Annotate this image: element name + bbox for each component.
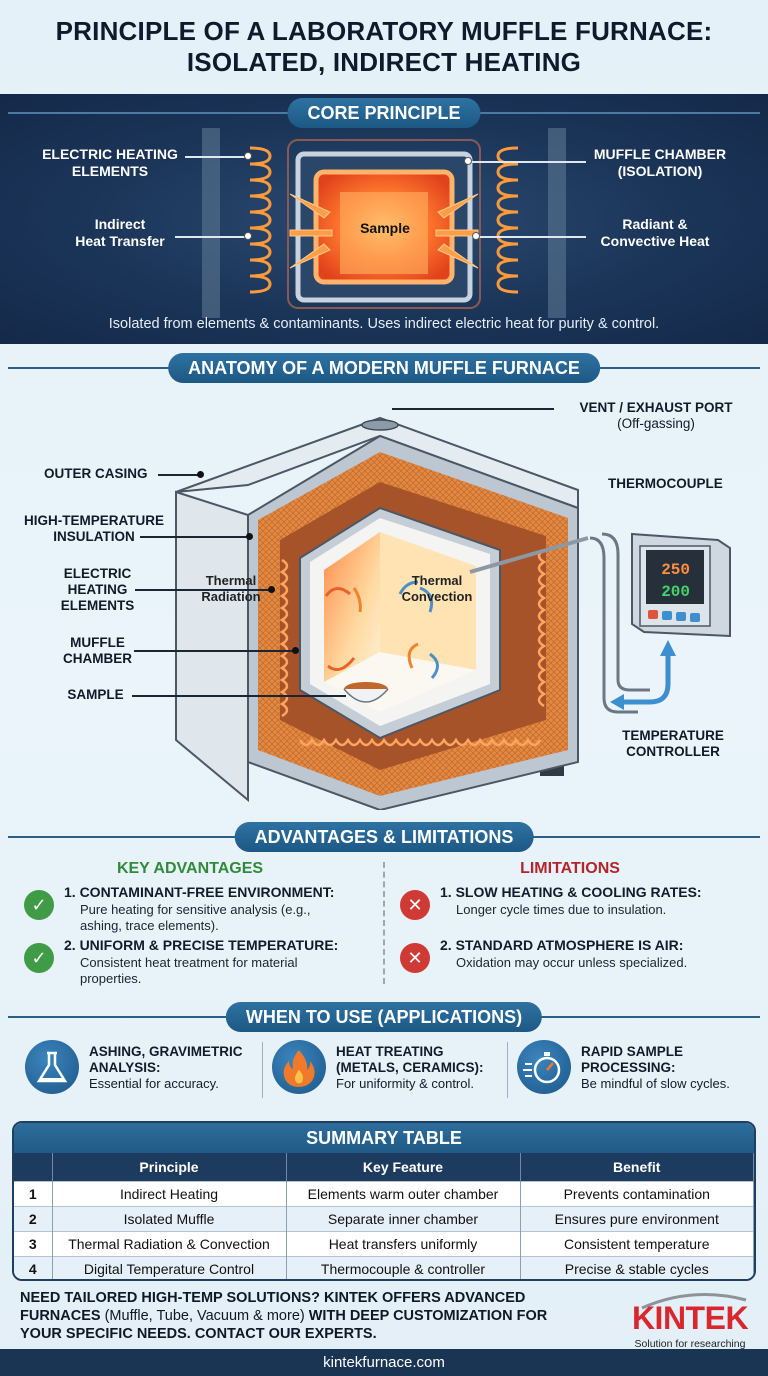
thermocouple-label: THERMOCOUPLE bbox=[608, 476, 723, 491]
callout-dot bbox=[244, 232, 252, 240]
leader-line bbox=[476, 236, 586, 238]
furnace-cutaway-diagram: 250 200 bbox=[175, 416, 731, 810]
page-title: PRINCIPLE OF A LABORATORY MUFFLE FURNACE… bbox=[0, 16, 768, 78]
leader-line bbox=[185, 156, 247, 158]
table-row: 4 Digital Temperature Control Thermocoup… bbox=[14, 1255, 754, 1279]
advantage-item: ✓ 1. CONTAMINANT-FREE ENVIRONMENT: Pure … bbox=[24, 884, 374, 934]
callout-dot bbox=[244, 152, 252, 160]
anatomy-banner: ANATOMY OF A MODERN MUFFLE FURNACE bbox=[168, 353, 600, 383]
summary-table-title: SUMMARY TABLE bbox=[14, 1123, 754, 1153]
logo-tagline: Solution for researching bbox=[634, 1338, 746, 1350]
adv-lim-banner-row: ADVANTAGES & LIMITATIONS bbox=[8, 822, 760, 852]
title-line-1: PRINCIPLE OF A LABORATORY MUFFLE FURNACE… bbox=[55, 16, 713, 46]
check-icon: ✓ bbox=[24, 890, 54, 920]
applications-banner-row: WHEN TO USE (APPLICATIONS) bbox=[8, 1002, 760, 1032]
svg-text:200: 200 bbox=[661, 583, 690, 601]
call-to-action: NEED TAILORED HIGH-TEMP SOLUTIONS? KINTE… bbox=[20, 1290, 548, 1342]
column-divider bbox=[383, 862, 385, 984]
sample-label: Sample bbox=[360, 220, 410, 236]
core-principle-section: CORE PRINCIPLE Sample ELECTRIC HEATING E… bbox=[0, 94, 768, 344]
sample-label: SAMPLE bbox=[67, 687, 124, 702]
core-banner-row: CORE PRINCIPLE bbox=[8, 98, 760, 128]
anatomy-banner-row: ANATOMY OF A MODERN MUFFLE FURNACE bbox=[8, 353, 760, 383]
kintek-logo[interactable]: KINTEK Solution for researching bbox=[628, 1290, 758, 1350]
table-row: 2 Isolated Muffle Separate inner chamber… bbox=[14, 1205, 754, 1231]
callout-dot bbox=[292, 647, 299, 654]
svg-text:250: 250 bbox=[661, 561, 690, 579]
core-caption: Isolated from elements & contaminants. U… bbox=[108, 316, 660, 332]
check-icon: ✓ bbox=[24, 943, 54, 973]
flame-icon bbox=[272, 1040, 326, 1094]
leader-line bbox=[134, 650, 294, 652]
outer-casing-label: OUTER CASING bbox=[44, 466, 148, 481]
table-header-row: Principle Key Feature Benefit bbox=[14, 1153, 754, 1181]
separator bbox=[262, 1042, 263, 1098]
leader-line bbox=[135, 589, 269, 591]
radiant-convective-label: Radiant & Convective Heat bbox=[600, 216, 710, 249]
limitation-item: ✕ 1. SLOW HEATING & COOLING RATES: Longe… bbox=[400, 884, 760, 934]
title-line-2: ISOLATED, INDIRECT HEATING bbox=[186, 47, 582, 77]
footer: kintekfurnace.com bbox=[0, 1349, 768, 1376]
vent-exhaust-port-label: VENT / EXHAUST PORT (Off-gassing) bbox=[579, 400, 733, 431]
table-row: 1 Indirect Heating Elements warm outer c… bbox=[14, 1180, 754, 1206]
x-icon: ✕ bbox=[400, 890, 430, 920]
leader-line bbox=[468, 161, 586, 163]
limitations-heading: LIMITATIONS bbox=[520, 860, 620, 877]
flask-icon bbox=[25, 1040, 79, 1094]
muffle-chamber-label: MUFFLE CHAMBER (ISOLATION) bbox=[593, 146, 727, 179]
website-link[interactable]: kintekfurnace.com bbox=[323, 1354, 445, 1371]
summary-table-grid: Principle Key Feature Benefit 1 Indirect… bbox=[14, 1153, 754, 1279]
leader-line bbox=[175, 236, 247, 238]
advantages-limitations-banner: ADVANTAGES & LIMITATIONS bbox=[234, 822, 534, 852]
logo-brand: KINTEK bbox=[631, 1300, 749, 1336]
applications-banner: WHEN TO USE (APPLICATIONS) bbox=[225, 1002, 543, 1032]
summary-table: SUMMARY TABLE Principle Key Feature Bene… bbox=[12, 1121, 756, 1281]
limitation-item: ✕ 2. STANDARD ATMOSPHERE IS AIR: Oxidati… bbox=[400, 937, 760, 987]
core-principle-banner: CORE PRINCIPLE bbox=[287, 98, 481, 128]
advantage-item: ✓ 2. UNIFORM & PRECISE TEMPERATURE: Cons… bbox=[24, 937, 374, 987]
indirect-heat-transfer-label: Indirect Heat Transfer bbox=[75, 216, 165, 249]
x-icon: ✕ bbox=[400, 943, 430, 973]
leader-line bbox=[158, 474, 200, 476]
leader-line bbox=[132, 695, 346, 697]
callout-dot bbox=[464, 157, 472, 165]
table-row: 3 Thermal Radiation & Convection Heat tr… bbox=[14, 1230, 754, 1256]
key-advantages-heading: KEY ADVANTAGES bbox=[116, 860, 264, 877]
separator bbox=[507, 1042, 508, 1098]
core-principle-diagram bbox=[202, 128, 566, 318]
callout-dot bbox=[197, 471, 204, 478]
leader-line bbox=[140, 536, 248, 538]
electric-heating-elements-label: ELECTRIC HEATING ELEMENTS bbox=[42, 146, 178, 179]
application-item-heat-treating: HEAT TREATING(METALS, CERAMICS): For uni… bbox=[272, 1040, 507, 1104]
callout-dot bbox=[472, 232, 480, 240]
callout-dot bbox=[268, 586, 275, 593]
callout-dot bbox=[246, 533, 253, 540]
leader-line bbox=[392, 408, 554, 410]
stopwatch-icon bbox=[517, 1040, 571, 1094]
